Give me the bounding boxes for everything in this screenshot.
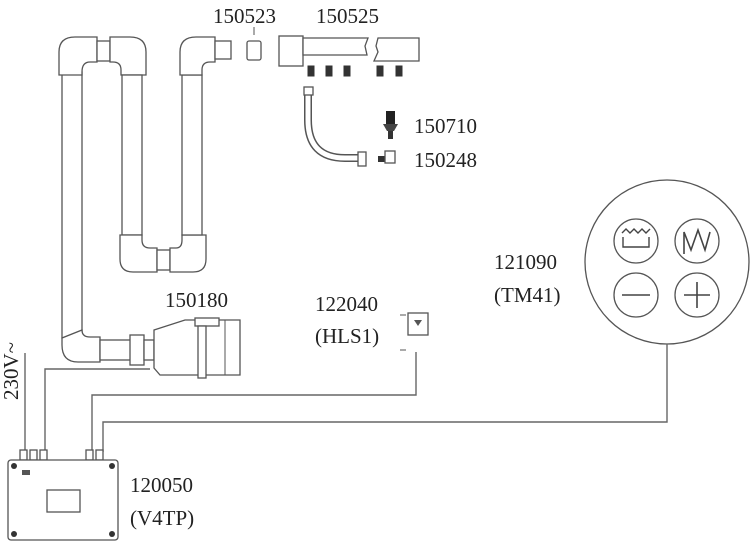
level-sensor-122040 [400, 312, 429, 351]
wiring [24, 344, 668, 452]
elbow-bottom-left [119, 234, 158, 273]
pipe-joint-bottom [156, 249, 171, 271]
pipe-right [181, 74, 203, 236]
wave-button-icon [613, 218, 659, 264]
pipe-stub [214, 40, 232, 60]
pipe-joint [96, 40, 111, 62]
label-panel-code: 121090 [494, 250, 557, 274]
label-unit-model: (V4TP) [130, 506, 194, 530]
label-connector-code: 150248 [414, 148, 477, 172]
label-coupling-code: 150523 [213, 4, 276, 28]
pipe-left [61, 71, 83, 339]
control-unit-120050 [7, 449, 119, 541]
elbow-bottom-right [169, 234, 207, 273]
hose-inner [305, 95, 358, 161]
pump-150180 [129, 317, 241, 379]
label-unit-code: 120050 [130, 473, 193, 497]
elbow-top-mid [109, 36, 147, 76]
hose-end [357, 151, 367, 167]
heat-button-icon [674, 218, 720, 264]
label-valve-code: 150710 [414, 114, 477, 138]
connector-150248-icon [378, 150, 396, 164]
label-sensor-model: (HLS1) [315, 324, 379, 348]
valve-150710-icon [383, 111, 398, 139]
label-power-supply: 230V~ [0, 342, 23, 400]
control-panel-121090 [584, 179, 750, 345]
manifold-150525 [278, 35, 420, 77]
pipe-pump-inlet [99, 339, 133, 361]
label-pump-code: 150180 [165, 288, 228, 312]
pipe-system [58, 36, 232, 363]
label-manifold-code: 150525 [316, 4, 379, 28]
elbow-top-right [179, 36, 216, 76]
coupling-150523 [246, 40, 262, 61]
label-sensor-code: 122040 [315, 292, 378, 316]
hose-end [303, 86, 314, 96]
label-panel-model: (TM41) [494, 283, 561, 307]
elbow-top-left [58, 36, 98, 76]
pipe-mid [121, 74, 143, 236]
